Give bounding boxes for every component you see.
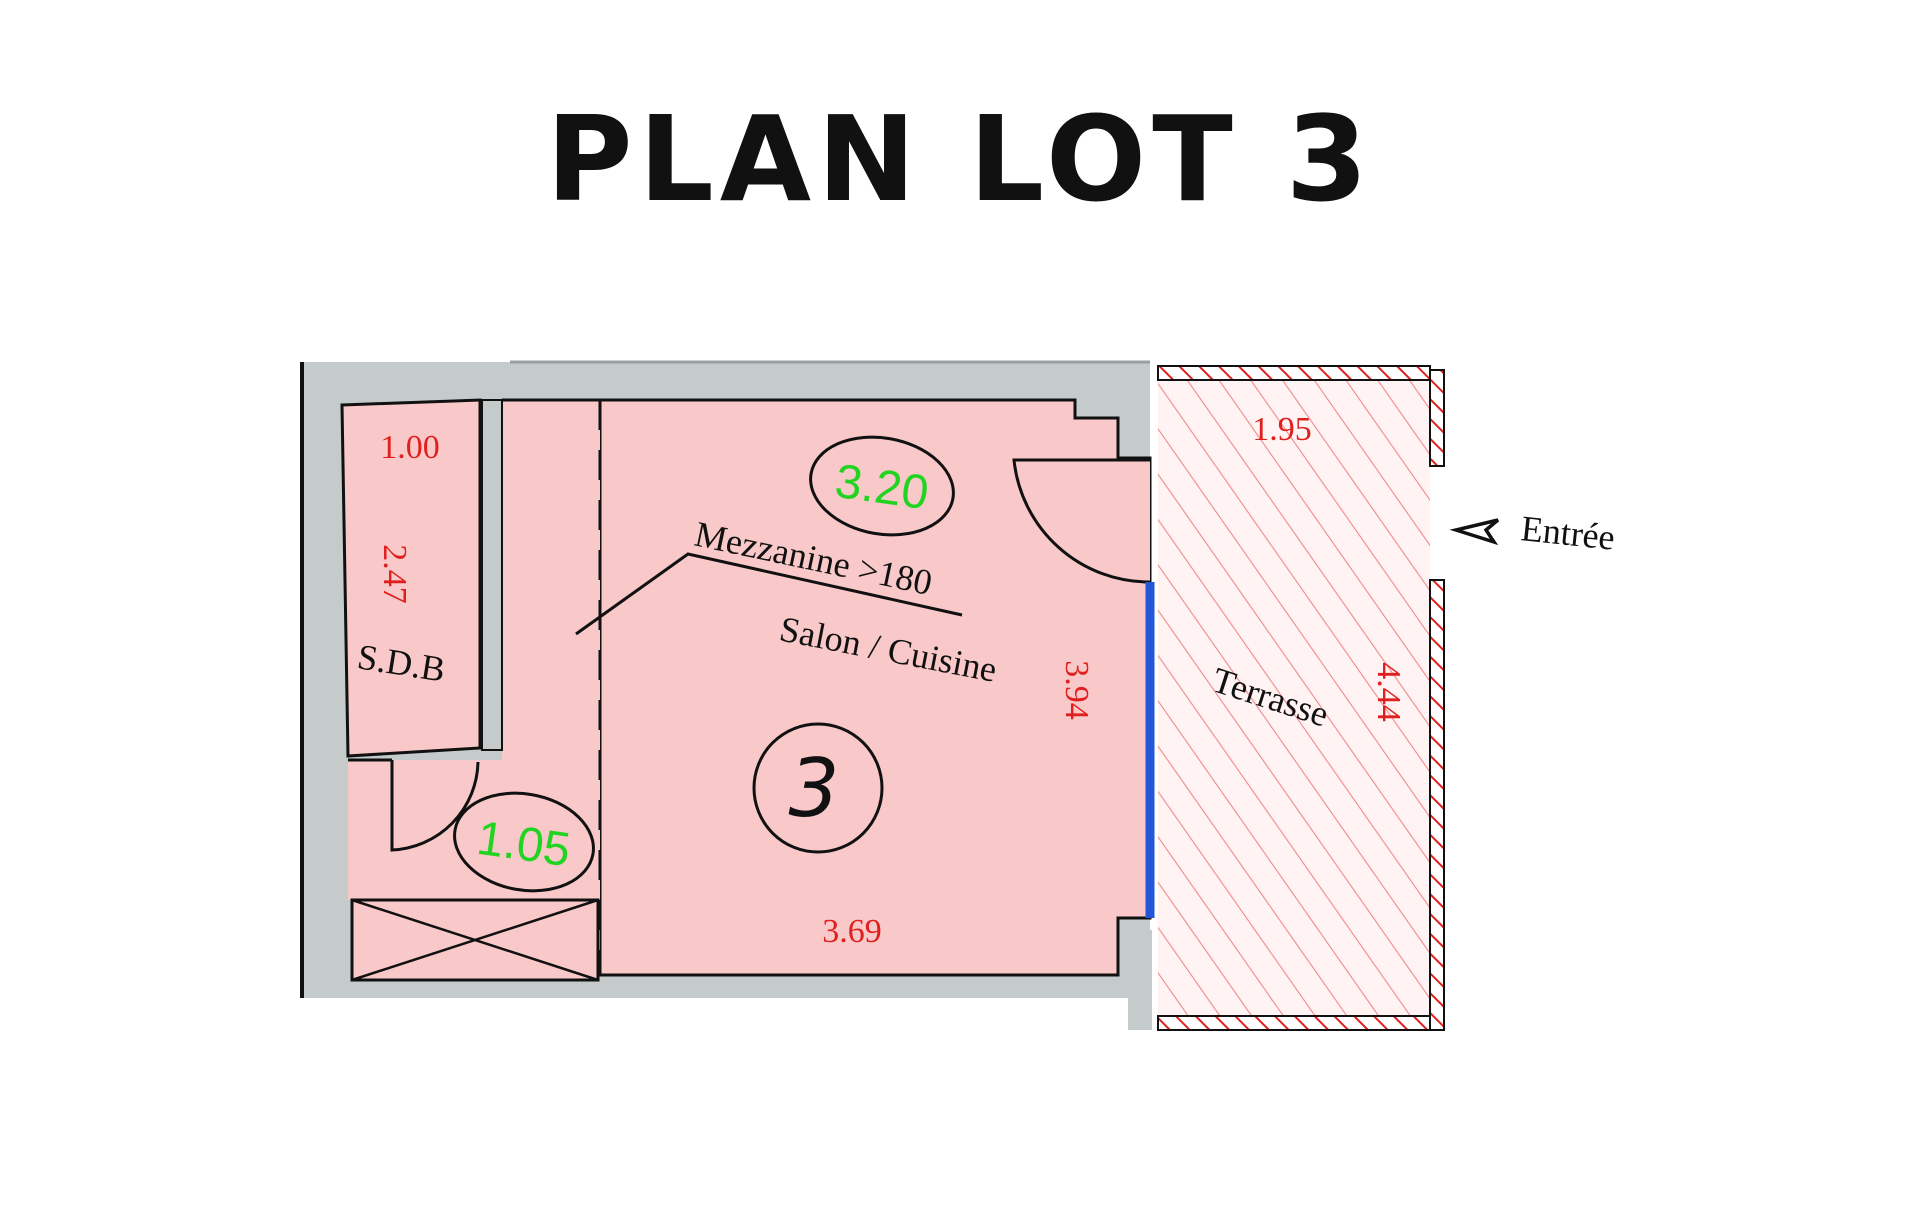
lot-number-circle (752, 722, 884, 854)
mezzanine-area-main-ellipse (809, 435, 955, 537)
room-salon-cuisine (598, 398, 1152, 977)
lot-number: 3 (789, 742, 840, 835)
entry-arrow-icon (1449, 518, 1500, 546)
wall-notch (1128, 930, 1152, 1030)
terrace-wall-top (1157, 365, 1431, 381)
dim-sdb-width: 1.00 (380, 429, 440, 466)
page-title: PLAN LOT 3 (546, 90, 1374, 228)
terrace-wall-bottom (1157, 1015, 1445, 1031)
dim-salon-width: 3.69 (822, 913, 882, 950)
wc-door-swing (390, 760, 480, 852)
mezzanine-area-main: 3.20 (832, 455, 932, 520)
entry-label: Entrée (1519, 508, 1617, 558)
room-corridor (502, 400, 600, 975)
mezzanine-area-small-ellipse (453, 791, 595, 893)
dim-sdb-length: 2.47 (376, 544, 413, 604)
dim-terrasse-width: 1.95 (1252, 411, 1312, 448)
terrace-wall-right-upper (1429, 369, 1445, 467)
dim-terrasse-length: 4.44 (1370, 662, 1407, 722)
terrace-wall-right-lower (1429, 579, 1445, 1031)
terrace-hatch (1158, 378, 1430, 1018)
dim-salon-length: 3.94 (1058, 660, 1095, 720)
room-sdb (340, 398, 482, 758)
mezzanine-leader (575, 552, 963, 636)
partition-wall (481, 399, 503, 751)
storage-cross-b (351, 898, 599, 982)
mezzanine-area-small: 1.05 (474, 812, 574, 877)
entry-door-swing (1012, 458, 1151, 584)
